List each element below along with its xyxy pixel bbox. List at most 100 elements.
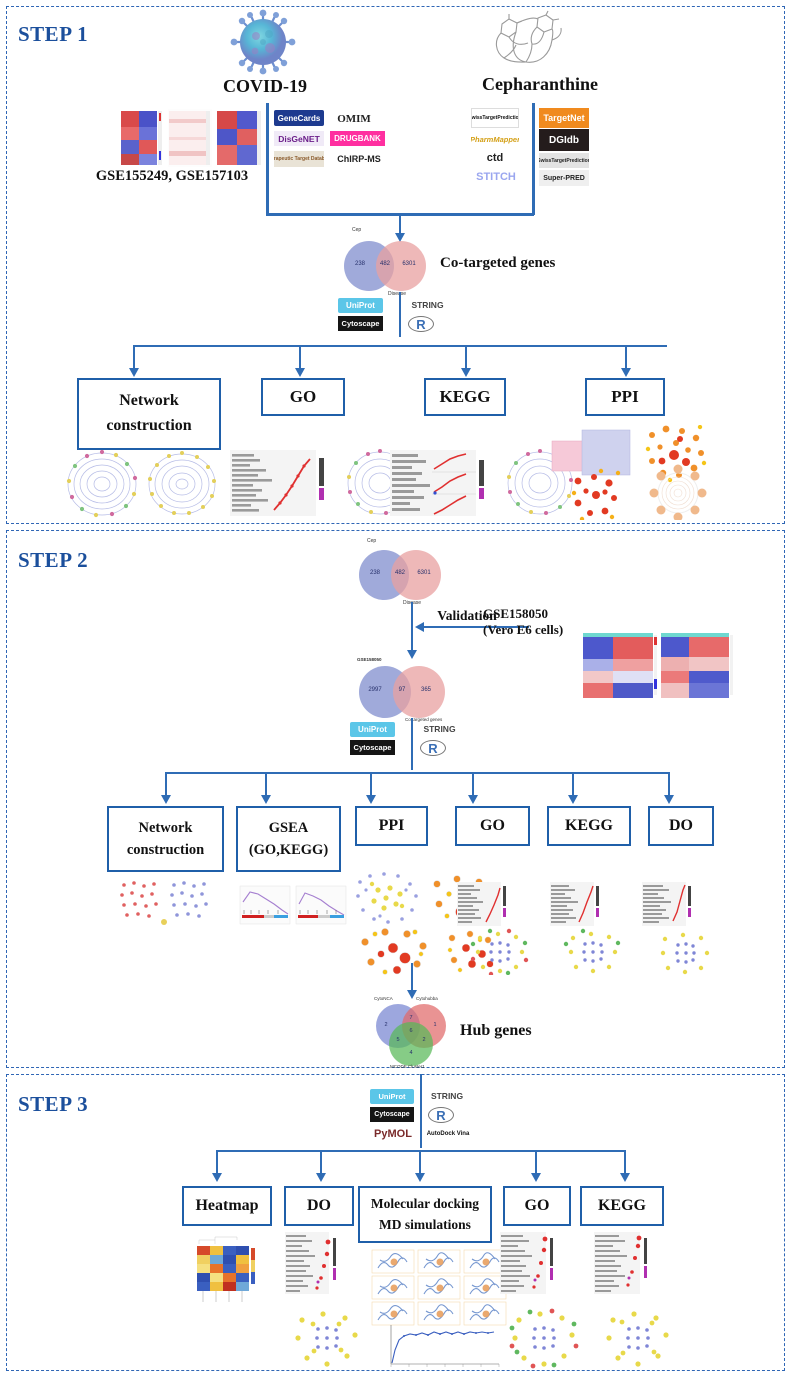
box-molecular-docking-step3[interactable]: Molecular docking MD simulations: [358, 1186, 492, 1243]
box-do-step2[interactable]: DO: [648, 806, 714, 846]
box-do-step3[interactable]: DO: [284, 1186, 354, 1226]
validation-label: Validation: [437, 608, 497, 623]
box-go-step1[interactable]: GO: [261, 378, 345, 416]
string-logo-step2: STRING: [417, 722, 462, 736]
uniprot-logo-step2: UniProt: [350, 722, 395, 737]
box-label-line1: Heatmap: [195, 1196, 259, 1214]
go-thumbnail-step3: [498, 1230, 590, 1375]
hub-genes-arrow: [407, 990, 417, 999]
hub-genes-caption: Hub genes: [460, 1022, 532, 1039]
do-thumbnail-step3: [283, 1230, 371, 1375]
molecular-docking-thumbnail: [370, 1248, 510, 1326]
gsea-plots-thumbnail: [238, 884, 348, 926]
swisstargetprediction-logo-2: SwissTargetPrediction: [539, 153, 589, 168]
step2-bus-line: [165, 772, 670, 775]
box-gsea-step2[interactable]: GSEA (GO,KEGG): [236, 806, 341, 872]
box-label-line2: construction: [126, 842, 205, 858]
db-frame-bottom: [266, 213, 534, 216]
venn-value-left: 2997: [368, 687, 382, 693]
kegg-thumbnail-step2: [548, 880, 638, 975]
box-label-line1: DO: [307, 1196, 331, 1214]
box-label-line2: MD simulations: [379, 1216, 471, 1232]
step1-branch-1: [133, 345, 136, 370]
targetnet-logo: TargetNet: [539, 108, 589, 128]
go-thumbnail-step2: [455, 880, 545, 975]
venn-label-cotargeted: Co-targeted genes: [405, 717, 443, 722]
db-frame-left: [266, 103, 269, 215]
box-label-line1: KEGG: [439, 386, 491, 406]
step3-branch-3: [419, 1150, 422, 1175]
venn-step2-top: Cep Disease 238 482 6301: [355, 538, 467, 606]
step3-branch-1: [216, 1150, 219, 1175]
venn-value-right: 6301: [402, 261, 416, 267]
box-kegg-step1[interactable]: KEGG: [424, 378, 506, 416]
venn-label-cep: Cep: [352, 227, 362, 233]
step-1-label: STEP 1: [18, 22, 89, 46]
box-kegg-step3[interactable]: KEGG: [580, 1186, 664, 1226]
box-ppi-step1[interactable]: PPI: [585, 378, 665, 416]
venn-value-left: 2: [384, 1022, 388, 1028]
md-rmsd-plot-thumbnail: [375, 1320, 505, 1375]
box-kegg-step2[interactable]: KEGG: [547, 806, 631, 846]
string-logo-step1: STRING: [405, 298, 450, 312]
box-go-step2[interactable]: GO: [455, 806, 530, 846]
box-go-step3[interactable]: GO: [503, 1186, 571, 1226]
validation-down-line: [411, 602, 414, 654]
box-label-line1: Network: [138, 819, 193, 836]
covid-19-title: COVID-19: [223, 76, 307, 96]
step2-branch-3: [370, 772, 373, 797]
r-logo-step2: R: [420, 740, 446, 756]
swisstargetprediction-logo-1: SwissTargetPrediction: [471, 108, 519, 128]
hub-genes-line: [411, 963, 414, 993]
venn-step2-bottom: GSE158050 Co-targeted genes 2997 97 365: [355, 657, 467, 722]
step2-branch-4: [472, 772, 475, 797]
step2-tools-line: [411, 718, 413, 770]
step-1-panel: [6, 6, 785, 524]
venn-value-right: 365: [420, 687, 431, 693]
box-label-line1: Molecular docking: [370, 1195, 480, 1211]
validation-heatmaps-thumbnail: [583, 633, 733, 698]
box-label-line1: PPI: [378, 816, 405, 834]
step3-tools-line: [420, 1074, 422, 1148]
super-pred-logo: Super-PRED: [539, 170, 589, 186]
db-divider: [532, 105, 534, 213]
dgidb-logo: DGIdb: [539, 129, 589, 151]
disgenet-logo: DisGeNET: [274, 131, 324, 146]
step2-arrow-1: [161, 795, 171, 804]
genecards-logo: GeneCards: [274, 110, 324, 126]
go-enrichment-thumbnail-step1: [228, 448, 428, 518]
box-network-construction-step1[interactable]: Network construction: [77, 378, 221, 450]
venn-label-cep: Cep: [367, 538, 377, 544]
therapeutic-target-database-logo: Therapeutic Target Database: [274, 151, 324, 167]
box-ppi-step2[interactable]: PPI: [355, 806, 428, 846]
omim-logo: OMIM: [330, 110, 378, 128]
step-2-panel: [6, 530, 785, 1068]
uniprot-logo-step1: UniProt: [338, 298, 383, 313]
step1-branch-3: [465, 345, 468, 370]
step2-arrow-2: [261, 795, 271, 804]
box-network-construction-step2[interactable]: Network construction: [107, 806, 224, 872]
step3-arrow-5: [620, 1173, 630, 1182]
step3-arrow-3: [415, 1173, 425, 1182]
venn-label-gse158050: GSE158050: [357, 657, 382, 662]
step1-arrow-4: [621, 368, 631, 377]
step2-branch-2: [265, 772, 268, 797]
box-label-line1: DO: [669, 816, 693, 834]
ppi-thumbnail-step1: [548, 425, 733, 520]
venn-value-bottom-right: 2: [422, 1037, 426, 1043]
network-construction-thumbnail-step2: [112, 875, 217, 930]
box-label-line1: GSEA: [268, 819, 309, 836]
ctd-logo: ctd: [473, 150, 517, 166]
cepharanthine-title: Cepharanthine: [481, 74, 598, 94]
step2-arrow-3: [366, 795, 376, 804]
step3-branch-2: [320, 1150, 323, 1175]
arrow-line-to-tools1: [399, 292, 401, 337]
step3-branch-4: [535, 1150, 538, 1175]
venn-label-disease: Disease: [388, 291, 407, 297]
validation-down-arrow: [407, 650, 417, 659]
step2-branch-6: [668, 772, 671, 797]
venn-value-right: 6301: [417, 570, 431, 576]
box-heatmap-step3[interactable]: Heatmap: [182, 1186, 272, 1226]
step-3-panel: [6, 1074, 785, 1371]
cepharanthine-structure-icon: [480, 10, 570, 72]
